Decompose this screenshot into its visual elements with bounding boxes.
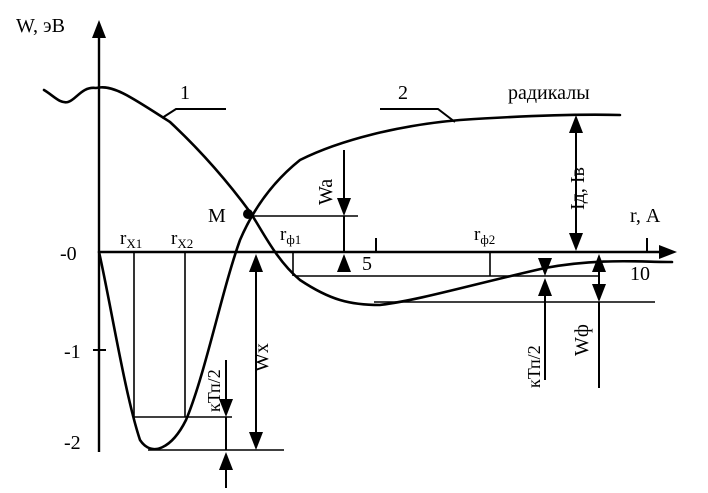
ktp-right-down-arrow-icon	[538, 258, 552, 276]
x-axis	[99, 238, 677, 259]
id-iv-label: Iд, Iв	[567, 167, 589, 210]
curve-2-leader	[380, 108, 456, 123]
ktp-right-up-arrow-icon	[538, 278, 552, 296]
wx-down-arrow-icon	[249, 432, 263, 450]
x-tick-label-10: 10	[630, 263, 650, 285]
wx-up-arrow-icon	[249, 254, 263, 272]
ktp-left-up-arrow-icon	[219, 452, 233, 470]
y-tick-label-1: -1	[64, 341, 81, 363]
x-tick-label-5: 5	[362, 253, 372, 275]
ktp-right-label: кТп/2	[524, 345, 544, 388]
ktp-left-down-arrow-icon	[219, 399, 233, 417]
wx-label: Wx	[251, 343, 273, 372]
point-m-marker	[243, 209, 253, 219]
ktp-left-label: кТп/2	[204, 369, 224, 412]
y-tick-label-2: -2	[64, 432, 81, 454]
rx2-label: rХ2	[171, 228, 193, 251]
rf1-label: rф1	[280, 224, 301, 247]
curve-1-leader	[161, 108, 226, 119]
y-tick-label-0: -0	[60, 243, 77, 265]
curve-2-label: 2	[398, 82, 408, 104]
y-axis-label: W, эВ	[16, 15, 65, 37]
rf2-label: rф2	[474, 224, 495, 247]
id-iv-down-arrow-icon	[569, 233, 583, 251]
x-axis-arrow-icon	[659, 245, 677, 259]
rx1-label: rХ1	[120, 228, 142, 251]
curve-1-label: 1	[180, 82, 190, 104]
wa-up-arrow-icon	[337, 254, 351, 272]
wf-up-arrow-icon	[592, 254, 606, 272]
y-axis	[92, 20, 106, 452]
wf-down-arrow-icon	[592, 284, 606, 302]
point-m-label: M	[208, 205, 226, 227]
curve-1	[42, 85, 674, 307]
radicals-label: радикалы	[508, 82, 590, 104]
curve-2	[97, 113, 622, 451]
x-axis-label: r, А	[630, 205, 661, 227]
wa-label: Wa	[315, 179, 337, 205]
y-axis-arrow-icon	[92, 20, 106, 38]
id-iv-up-arrow-icon	[569, 115, 583, 133]
wf-label: Wф	[571, 324, 593, 356]
wa-down-arrow-icon	[337, 198, 351, 216]
